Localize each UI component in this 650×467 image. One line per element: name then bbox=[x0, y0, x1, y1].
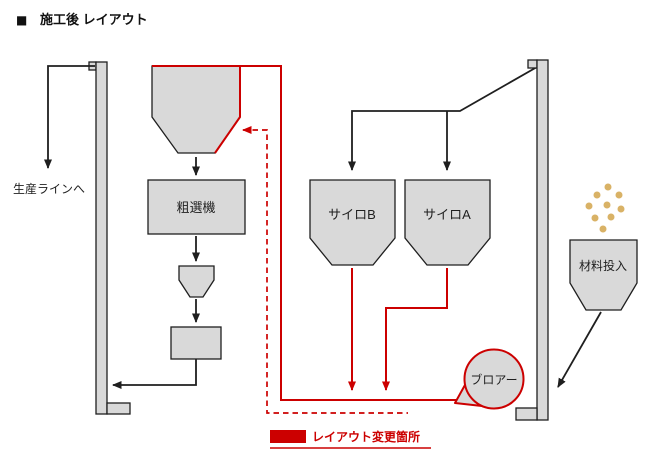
material-input-hopper bbox=[569, 239, 638, 311]
blower-label: ブロアー bbox=[470, 372, 517, 387]
material-dot bbox=[593, 191, 601, 199]
silo-a-label: サイロA bbox=[423, 207, 471, 222]
legend-label: レイアウト変更箇所 bbox=[312, 429, 420, 444]
page-title: 施工後 レイアウト bbox=[40, 12, 148, 27]
material-dot bbox=[607, 213, 615, 221]
arrow-box-to-left-elevator bbox=[112, 359, 197, 389]
title-bullet-icon: ■ bbox=[16, 13, 27, 27]
right-elevator-top-cap bbox=[527, 59, 538, 69]
receiving-hopper bbox=[151, 65, 241, 154]
material-dots bbox=[585, 183, 625, 233]
left-elevator bbox=[88, 61, 131, 415]
right-elevator-shaft bbox=[536, 59, 549, 421]
material-dot bbox=[599, 225, 607, 233]
silo-b-feed-arrow bbox=[348, 66, 538, 171]
production-line-arrow bbox=[44, 65, 95, 169]
material-feed-arrow bbox=[557, 311, 602, 388]
silo-b-shape bbox=[309, 179, 396, 266]
coarse-sorter-box bbox=[147, 179, 246, 235]
blower: ブロアー bbox=[454, 348, 525, 410]
material-input-label: 材料投入 bbox=[579, 258, 627, 273]
receiving-hopper-red-edge bbox=[152, 65, 241, 154]
material-dot bbox=[603, 201, 611, 209]
coarse-sorter-label: 粗選機 bbox=[176, 200, 215, 215]
material-dot bbox=[604, 183, 612, 191]
small-hopper-shape bbox=[178, 265, 215, 298]
receiving-hopper-shape bbox=[151, 65, 241, 154]
silo-b-label: サイロB bbox=[328, 207, 376, 222]
silo-a-shape bbox=[404, 179, 491, 266]
material-dot bbox=[591, 214, 599, 222]
legend: レイアウト変更箇所 bbox=[270, 429, 431, 449]
right-elevator-foot bbox=[515, 407, 538, 421]
blower-body bbox=[463, 348, 525, 410]
silo-a-discharge-arrow bbox=[382, 268, 448, 391]
right-elevator bbox=[515, 59, 549, 421]
left-elevator-foot bbox=[106, 402, 131, 415]
legend-red-swatch bbox=[270, 430, 306, 443]
left-elevator-shaft bbox=[95, 61, 108, 415]
material-dot bbox=[585, 202, 593, 210]
return-duct-dashed-arrow bbox=[242, 126, 408, 414]
blower-duct-line bbox=[240, 65, 457, 401]
small-box-shape bbox=[170, 326, 222, 360]
material-dot bbox=[617, 205, 625, 213]
production-line-label: 生産ラインへ bbox=[13, 181, 85, 196]
material-dot bbox=[615, 191, 623, 199]
